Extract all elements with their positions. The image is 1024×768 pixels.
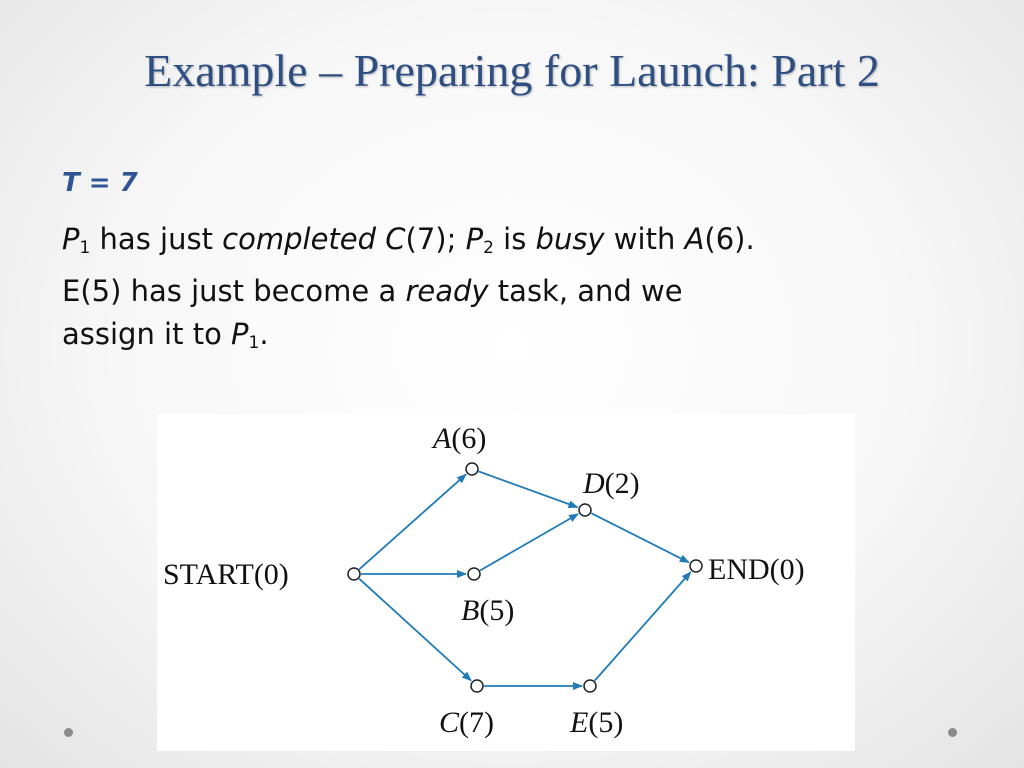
node-d: [578, 503, 592, 517]
node-label-a: A(6): [431, 422, 486, 455]
edge-d-to-end: [590, 512, 690, 564]
node-label-start: START(0): [163, 558, 289, 591]
node-c: [470, 679, 484, 693]
time-heading: T = 7: [62, 168, 138, 198]
time-heading-text: T = 7: [62, 168, 138, 198]
node-a: [465, 462, 479, 476]
node-label-d: D(2): [582, 467, 640, 500]
node-e: [583, 679, 597, 693]
slide-title: Example – Preparing for Launch: Part 2: [144, 45, 880, 96]
priority-graph: START(0) A(6) B(5) C(7) D(2) E(5) END(0): [163, 422, 805, 739]
edge-start-to-c: [358, 578, 472, 682]
edge-a-to-d: [478, 470, 579, 509]
body-paragraph: P1 has just completed C(7); P2 is busy w…: [62, 218, 982, 365]
edge-e-to-end: [593, 571, 692, 682]
node-b: [467, 567, 481, 581]
node-start: [347, 567, 361, 581]
body-line-1: P1 has just completed C(7); P2 is busy w…: [62, 222, 755, 258]
node-label-b: B(5): [461, 594, 514, 627]
edge-start-to-a: [358, 473, 467, 571]
priority-graph-panel: START(0) A(6) B(5) C(7) D(2) E(5) END(0): [157, 414, 855, 751]
node-label-e: E(5): [569, 706, 623, 739]
node-label-c: C(7): [439, 706, 494, 739]
node-end: [689, 559, 703, 573]
edge-b-to-d: [479, 513, 579, 572]
body-line-3: assign it to P1.: [62, 317, 269, 353]
corner-dot-right: [948, 728, 957, 737]
body-line-2: E(5) has just become a ready task, and w…: [62, 274, 683, 308]
node-label-end: END(0): [708, 553, 805, 586]
corner-dot-left: [64, 728, 73, 737]
